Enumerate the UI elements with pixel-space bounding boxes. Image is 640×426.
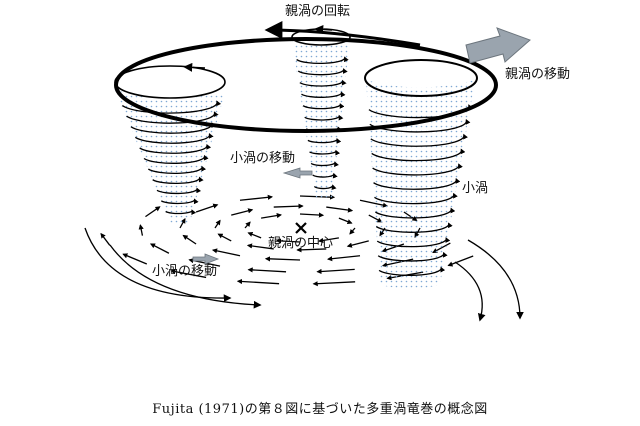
coil-arc	[371, 148, 466, 162]
coil-arc	[370, 133, 468, 147]
sub-vortex-right	[366, 80, 475, 289]
coil-arc	[373, 178, 461, 190]
ground-flow-arrow	[318, 237, 339, 244]
ground-flow-arrow	[217, 233, 232, 242]
ground-flow-arrow	[145, 206, 161, 218]
ground-flow-arrow	[346, 240, 369, 248]
label-sub-vortex: 小渦	[462, 181, 488, 196]
coil-arc	[134, 133, 214, 144]
sub-vortex-left	[115, 90, 225, 225]
ground-flow-arrow	[195, 203, 219, 213]
label-parent-center: 親渦の中心	[268, 236, 333, 251]
coil-arc	[302, 103, 345, 110]
label-sub-vortex-movement-upper: 小渦の移動	[230, 151, 295, 166]
coil-arc	[374, 192, 458, 205]
coil-arc	[312, 172, 338, 179]
coil-arc	[139, 143, 212, 154]
ground-flow-arrow	[296, 247, 327, 253]
ground-spiral-inflow	[84, 194, 524, 322]
parent-movement-arrow	[465, 27, 531, 64]
ground-flow-arrow	[264, 256, 301, 262]
sub-vortex-left-top-arrow	[183, 62, 206, 72]
ground-flow-arrow	[100, 232, 111, 246]
outer-inflow-curve	[454, 261, 486, 322]
ground-flow-arrow	[247, 267, 287, 273]
label-parent-movement: 親渦の移動	[505, 67, 570, 82]
coil-arc	[147, 165, 207, 174]
coil-arc	[372, 163, 463, 176]
ground-flow-arrow	[299, 212, 325, 218]
sub-vortex-movement-arrow-upper	[282, 167, 313, 179]
ground-flow-arrow	[149, 243, 170, 254]
ground-flow-arrow	[231, 208, 254, 216]
coil-arc	[313, 184, 337, 191]
ground-flow-arrow	[244, 221, 251, 229]
coil-arc	[121, 100, 222, 114]
outer-inflow-curve	[467, 239, 524, 320]
ground-flow-arrow	[349, 227, 356, 235]
coil-arc	[296, 56, 349, 65]
coil-arc	[304, 114, 344, 121]
outer-inflow-curve	[109, 244, 262, 309]
label-sub-vortex-movement-lower: 小渦の移動	[152, 264, 217, 279]
coil-arc	[309, 149, 341, 156]
sub-vortex-right-top	[364, 59, 478, 97]
ground-flow-arrow	[214, 219, 221, 229]
coil-arc	[126, 111, 219, 124]
parent-center-mark	[295, 222, 307, 234]
coil-arc	[375, 222, 453, 233]
sub-vortex-left-top	[114, 65, 226, 99]
ground-flow-arrow	[122, 253, 148, 265]
ground-flow-arrow	[170, 269, 207, 279]
ground-flow-arrow	[326, 255, 361, 262]
coil-arc	[165, 209, 197, 216]
ground-flow-arrow	[316, 268, 355, 275]
coil-arc	[301, 91, 346, 98]
label-parent-rotation: 親渦の回転	[285, 4, 350, 19]
coil-arc	[143, 154, 209, 164]
ground-flow-arrow	[182, 234, 197, 245]
coil-arc	[156, 187, 202, 195]
ground-flow-arrow	[261, 212, 282, 219]
coil-arc	[377, 251, 448, 262]
coil-arc	[307, 138, 342, 144]
sub-vortex-center-top-arrow	[314, 24, 333, 34]
ground-flow-arrow	[338, 217, 353, 225]
coil-arc	[378, 266, 446, 276]
ground-flow-arrow	[326, 206, 354, 213]
coil-arc	[299, 79, 347, 87]
ground-flow-arrow	[275, 238, 301, 244]
coil-arc	[297, 68, 348, 76]
coil-arc	[310, 161, 339, 168]
coil-arc	[160, 198, 199, 205]
figure-caption: Fujita (1971)の第８図に基づいた多重渦竜巻の概念図	[152, 402, 488, 417]
ground-flow-arrow	[247, 231, 262, 239]
ground-flow-arrow	[138, 224, 144, 236]
ground-flow-arrow	[273, 203, 304, 209]
ground-flow-arrow	[211, 248, 241, 257]
ground-flow-arrow	[312, 281, 356, 287]
ground-flow-arrow	[239, 194, 274, 201]
sub-vortex-movement-arrow-lower	[192, 253, 220, 265]
coil-arc	[375, 207, 456, 219]
outer-inflow-curve	[84, 227, 232, 303]
coil-arc	[152, 176, 204, 185]
parent-rotation-arrow	[264, 21, 421, 47]
ground-flow-arrow	[236, 278, 280, 285]
ground-flow-arrow	[447, 255, 474, 267]
sub-vortex-center	[292, 40, 350, 201]
ground-flow-arrow	[246, 243, 274, 250]
coil-arc	[376, 237, 451, 248]
